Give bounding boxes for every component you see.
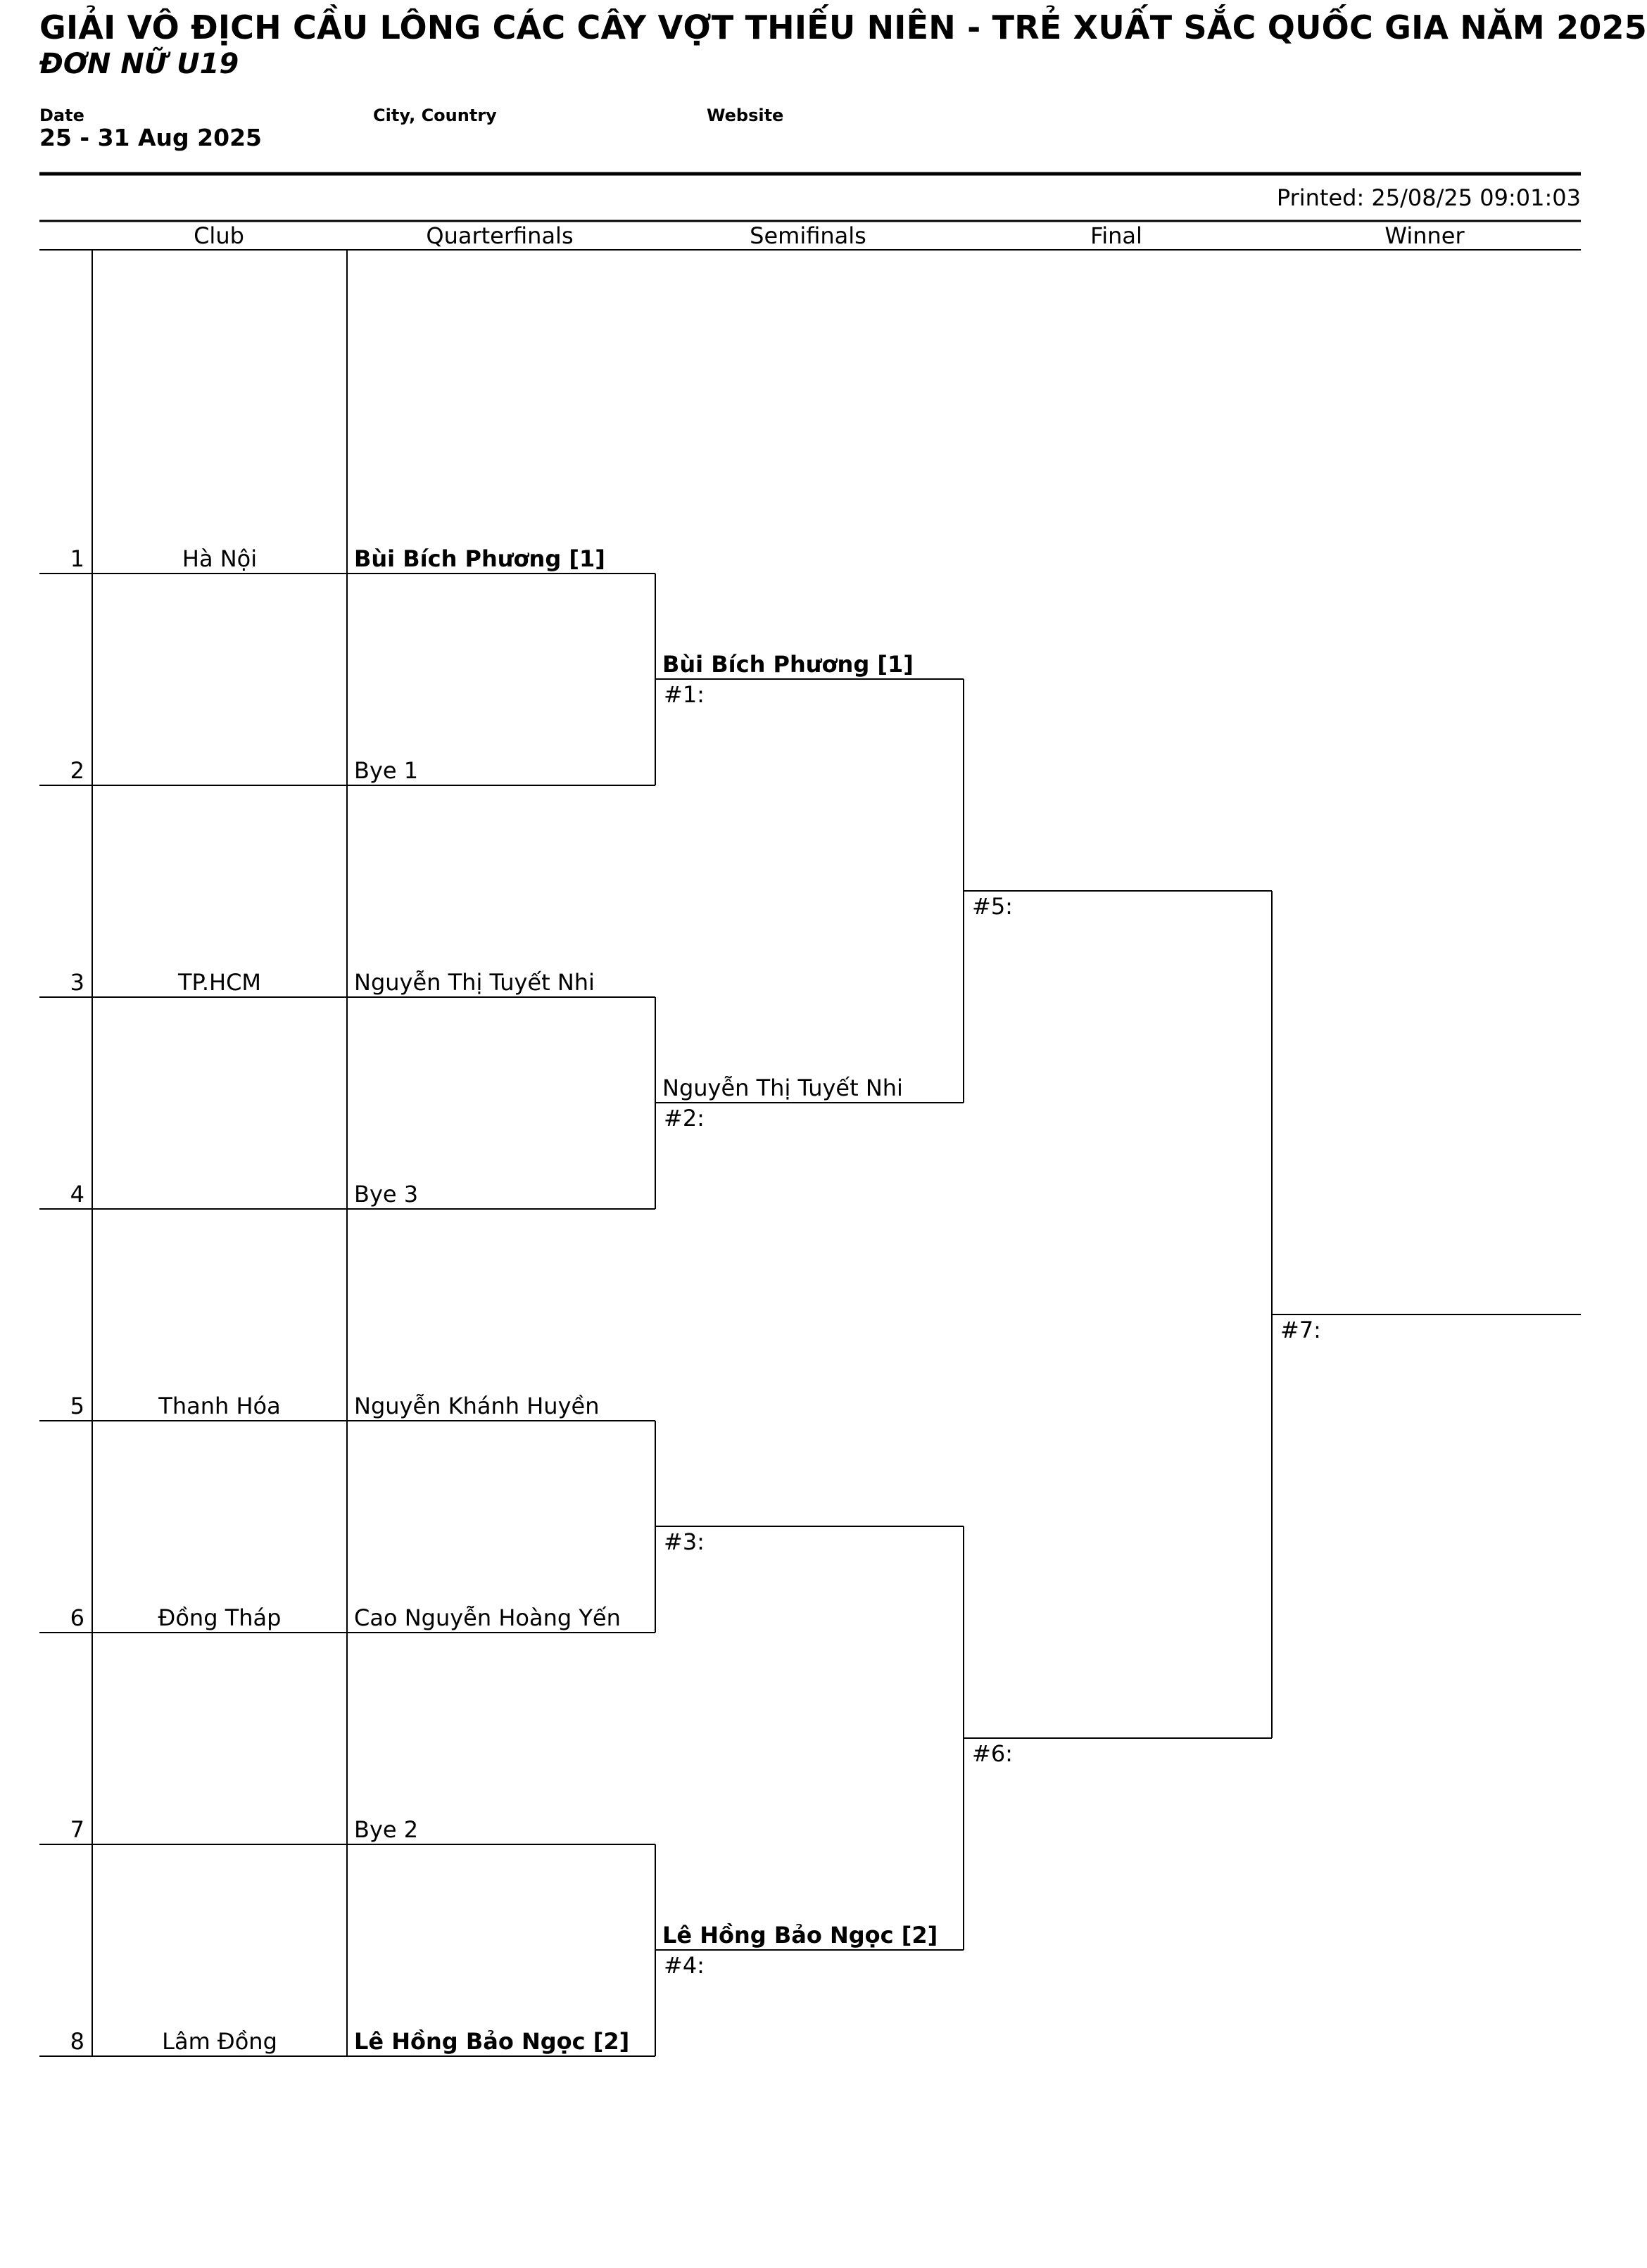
website-label: Website [707, 106, 784, 125]
club-name: Lâm Đồng [162, 2028, 277, 2055]
club-name: Thanh Hóa [158, 1393, 281, 1419]
player-entry-6[interactable]: Cao Nguyễn Hoàng Yến [354, 1604, 621, 1631]
bracket-lines [39, 172, 1581, 2057]
player-entry-5[interactable]: Nguyễn Khánh Huyền [354, 1393, 600, 1419]
club-name: Hà Nội [182, 545, 258, 572]
tournament-title: GIẢI VÔ ĐỊCH CẦU LÔNG CÁC CÂY VỢT THIẾU … [39, 8, 1647, 46]
match-number-6: #6: [972, 1740, 1013, 1767]
match-number-2: #2: [664, 1105, 705, 1132]
draw-position-2: 2 [70, 757, 84, 784]
column-semifinals: Semifinals [750, 222, 866, 249]
semifinal-player-2[interactable]: Nguyễn Thị Tuyết Nhi [662, 1075, 903, 1101]
draw-position-8: 8 [70, 2028, 84, 2055]
draw-position-5: 5 [70, 1393, 84, 1419]
column-final: Final [1090, 222, 1142, 249]
match-number-4: #4: [664, 1952, 705, 1979]
player-entry-8[interactable]: Lê Hồng Bảo Ngọc [2] [354, 2028, 630, 2055]
draw-position-7: 7 [70, 1816, 84, 1843]
player-entry-2[interactable]: Bye 1 [354, 757, 419, 784]
draw-position-6: 6 [70, 1604, 84, 1631]
draw-position-3: 3 [70, 969, 84, 996]
player-entry-4[interactable]: Bye 3 [354, 1181, 419, 1208]
draw-position-1: 1 [70, 545, 84, 572]
club-name: TP.HCM [177, 969, 262, 996]
column-quarterfinals: Quarterfinals [426, 222, 574, 249]
semifinal-player-1[interactable]: Bùi Bích Phương [1] [662, 651, 914, 678]
match-number-1: #1: [664, 681, 705, 708]
player-entry-3[interactable]: Nguyễn Thị Tuyết Nhi [354, 969, 595, 996]
column-winner: Winner [1384, 222, 1465, 249]
semifinal-player-4[interactable]: Lê Hồng Bảo Ngọc [2] [662, 1922, 938, 1949]
player-entry-1[interactable]: Bùi Bích Phương [1] [354, 545, 605, 572]
draw-position-4: 4 [70, 1181, 84, 1208]
date-value: 25 - 31 Aug 2025 [39, 124, 262, 151]
player-entry-7[interactable]: Bye 2 [354, 1816, 419, 1843]
match-number-5: #5: [972, 893, 1013, 920]
match-number-3: #3: [664, 1528, 705, 1555]
date-label: Date [39, 106, 84, 125]
location-label: City, Country [373, 106, 497, 125]
event-name: ĐƠN NỮ U19 [39, 48, 239, 80]
column-club: Club [194, 222, 244, 249]
club-name: Đồng Tháp [158, 1604, 282, 1631]
printed-timestamp: Printed: 25/08/25 09:01:03 [1276, 184, 1581, 211]
match-number-7: #7: [1280, 1317, 1321, 1343]
